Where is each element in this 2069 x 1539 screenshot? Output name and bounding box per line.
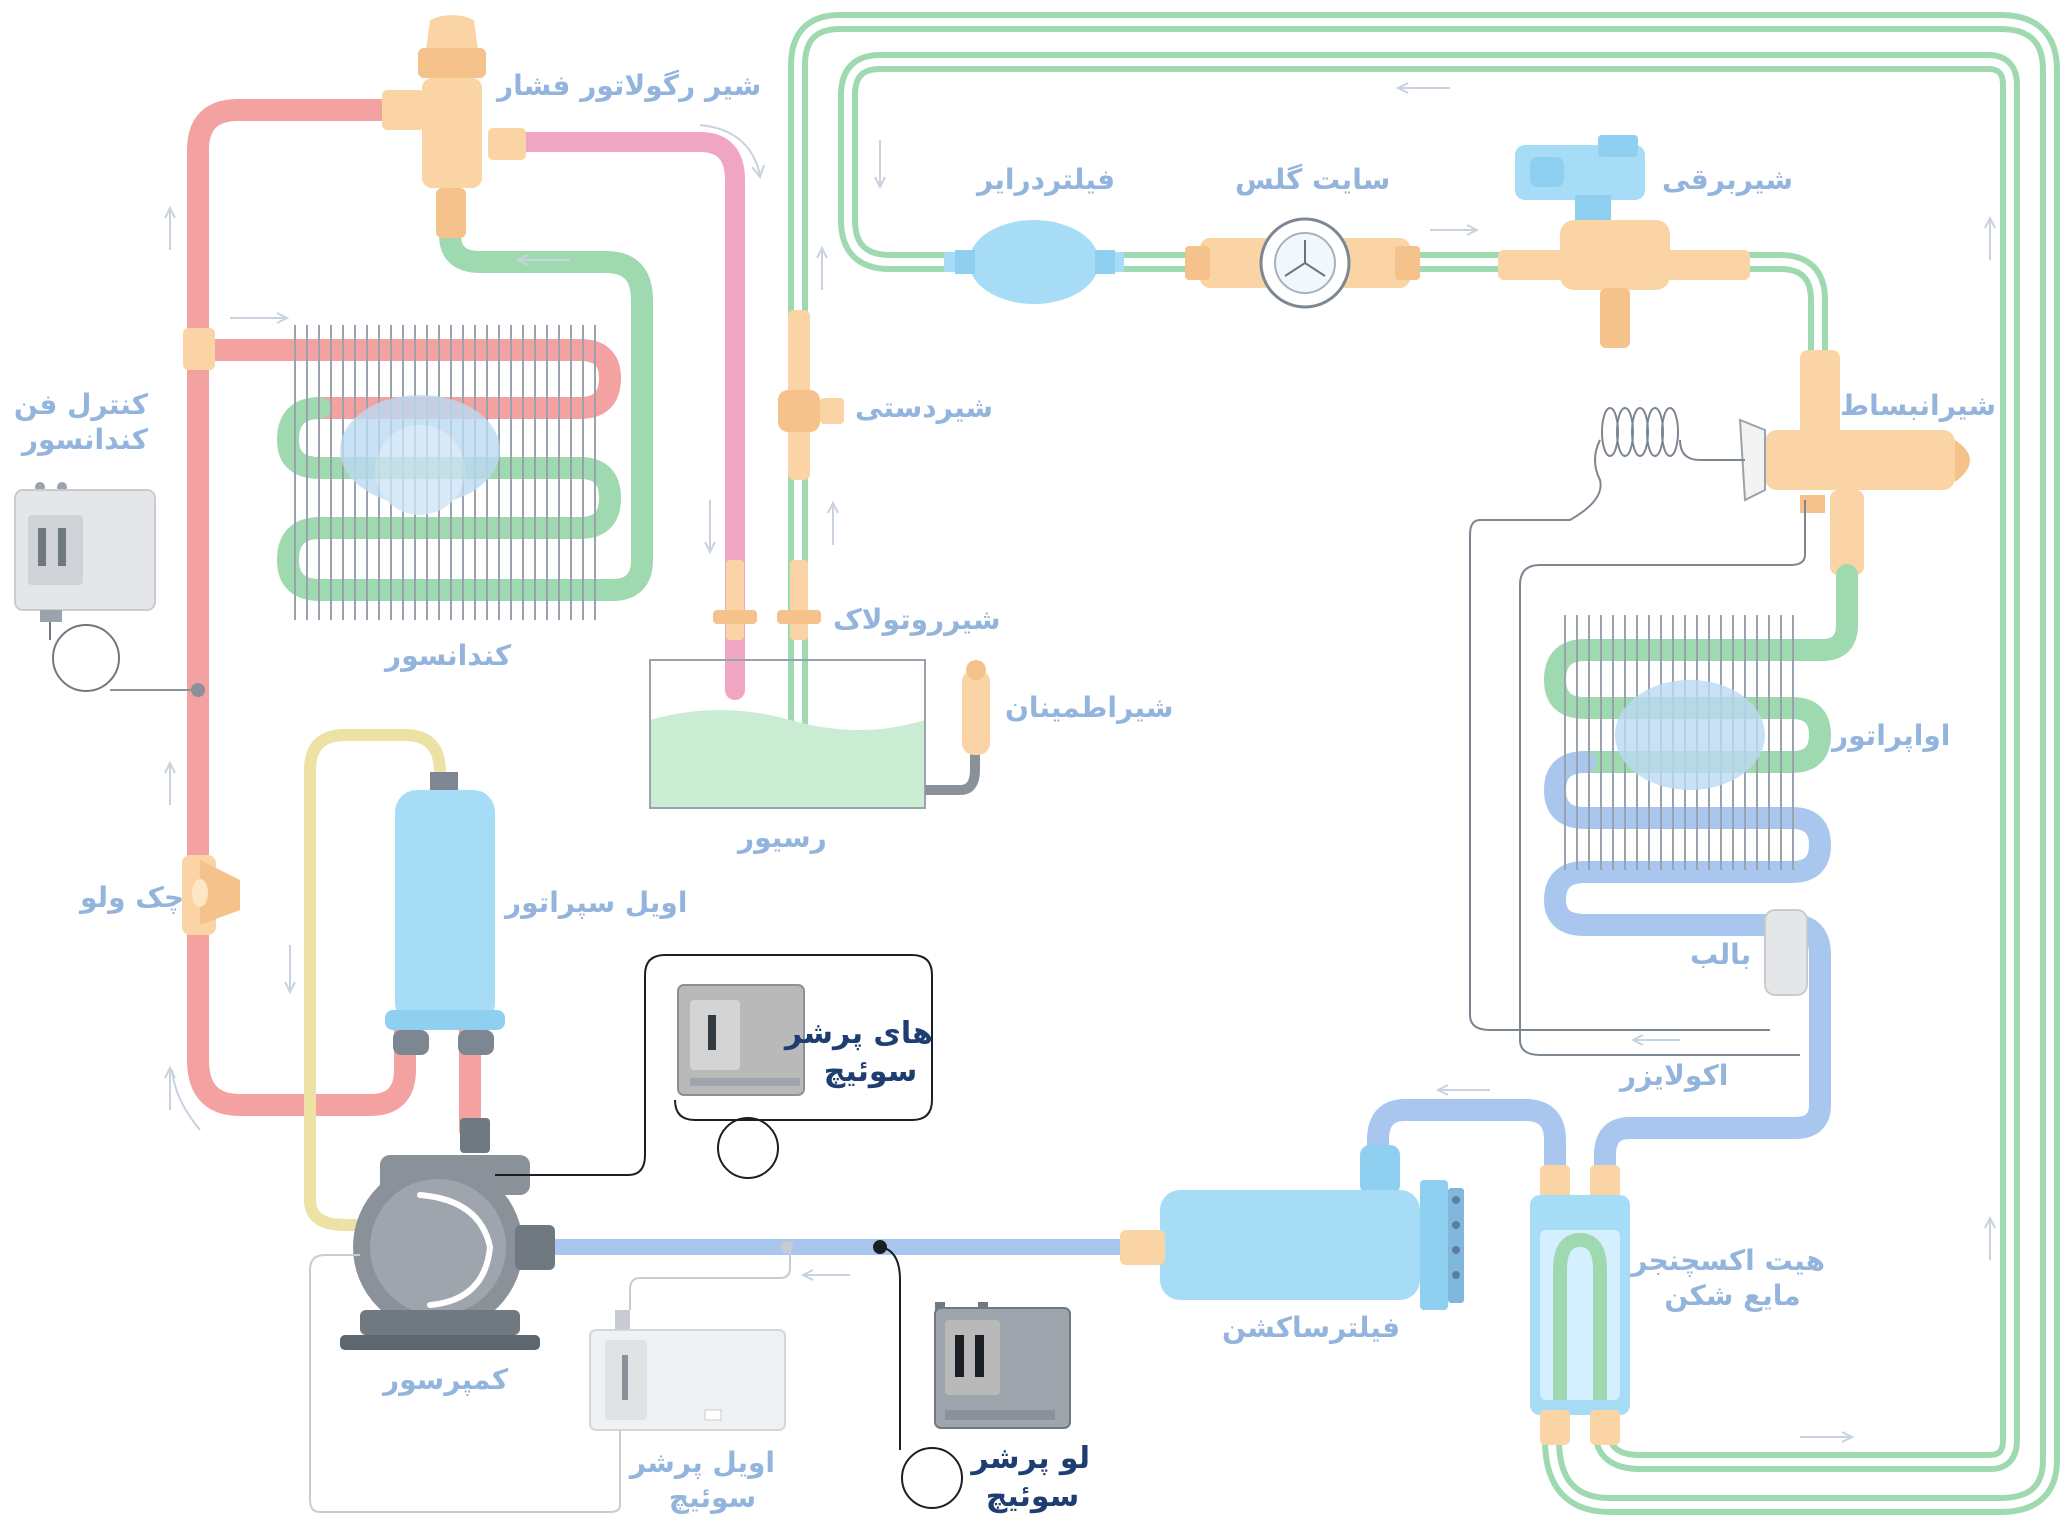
- fan-control-switch: [14, 482, 205, 697]
- label-safety-valve: شیراطمینان: [1005, 691, 1174, 724]
- label-fan-control-line2: کندانسور: [21, 423, 148, 456]
- oil-return-line: [304, 729, 446, 1231]
- label-oil-separator: اویل سپراتور: [505, 886, 688, 919]
- label-equalizer: اکولایزر: [1620, 1059, 1729, 1092]
- label-evaporator: اواپراتور: [1832, 719, 1951, 752]
- label-fan-control: کنترل فن کندانسور: [13, 387, 148, 457]
- label-filter-drier: فیلتردرایر: [977, 163, 1116, 196]
- rotolock-valves: [713, 560, 821, 640]
- label-low-pressure-switch: لو پرشر سوئیچ: [971, 1440, 1090, 1515]
- label-hand-valve: شیردستی: [855, 391, 994, 424]
- label-check-valve: چک ولو: [80, 881, 185, 914]
- condenser-coil-line: [277, 199, 653, 601]
- label-expansion-valve: شیرانبساط: [1840, 389, 1997, 422]
- bypass-line: [490, 132, 745, 700]
- label-fan-control-line1: کنترل فن: [13, 388, 148, 421]
- label-high-pressure-switch-line2: سوئیچ: [823, 1053, 918, 1089]
- label-high-pressure-switch-line1: های پرشر: [784, 1016, 933, 1051]
- flow-arrow-icon: [164, 82, 1996, 1443]
- label-receiver: رسیور: [738, 821, 827, 854]
- check-valve: [182, 855, 240, 935]
- safety-valve: [962, 660, 990, 755]
- hand-valve: [778, 310, 844, 480]
- oil-pressure-switch: [309, 1241, 793, 1513]
- label-low-pressure-switch-line1: لو پرشر: [971, 1441, 1090, 1476]
- label-condenser: کندانسور: [385, 639, 512, 672]
- high-pressure-switch: [495, 954, 933, 1179]
- label-heat-exchanger: هیت اکسچنجر مایع شکن: [1631, 1243, 1825, 1313]
- fan-icon: [340, 395, 500, 515]
- bulb: [1764, 909, 1808, 996]
- label-pressure-regulator-valve: شیر رگولاتور فشار: [497, 69, 762, 102]
- label-compressor: کمپرسور: [383, 1363, 509, 1396]
- label-bulb: بالب: [1690, 938, 1752, 971]
- label-rotolock-valve: شیرروتولاک: [833, 603, 1001, 636]
- suction-filter: [1120, 1145, 1464, 1310]
- evaporator-coil: [1544, 564, 1858, 1181]
- heat-exchanger: [1367, 1099, 1630, 1445]
- receiver: [649, 659, 980, 809]
- oil-separator: [385, 772, 505, 1055]
- label-oil-pressure-switch-line1: اویل پرشر: [629, 1446, 775, 1479]
- label-high-pressure-switch: های پرشر سوئیچ: [784, 1015, 933, 1090]
- label-oil-pressure-switch: اویل پرشر سوئیچ: [629, 1445, 775, 1515]
- label-heat-exchanger-line1: هیت اکسچنجر: [1631, 1244, 1825, 1277]
- tee-fitting: [183, 328, 215, 370]
- label-heat-exchanger-line2: مایع شکن: [1664, 1279, 1801, 1312]
- pressure-regulator-valve: [382, 15, 526, 238]
- expansion-valve: [1469, 350, 1970, 1056]
- evaporator-fan-icon: [1615, 680, 1765, 790]
- filter-drier: [944, 220, 1124, 304]
- liquid-return-loop: [788, 12, 2060, 1515]
- sight-glass: [1185, 217, 1420, 309]
- label-suction-filter: فیلترساکشن: [1222, 1311, 1401, 1344]
- label-low-pressure-switch-line2: سوئیچ: [985, 1478, 1080, 1514]
- label-oil-pressure-switch-line2: سوئیچ: [668, 1481, 757, 1514]
- sight-glass-star-icon: [1284, 240, 1326, 277]
- label-solenoid-valve: شیربرقی: [1662, 163, 1793, 196]
- low-pressure-switch: [873, 1240, 1071, 1509]
- compressor-icon: [340, 1118, 555, 1350]
- solenoid-valve: [1498, 135, 1750, 348]
- label-sight-glass: سایت گلس: [1235, 163, 1391, 196]
